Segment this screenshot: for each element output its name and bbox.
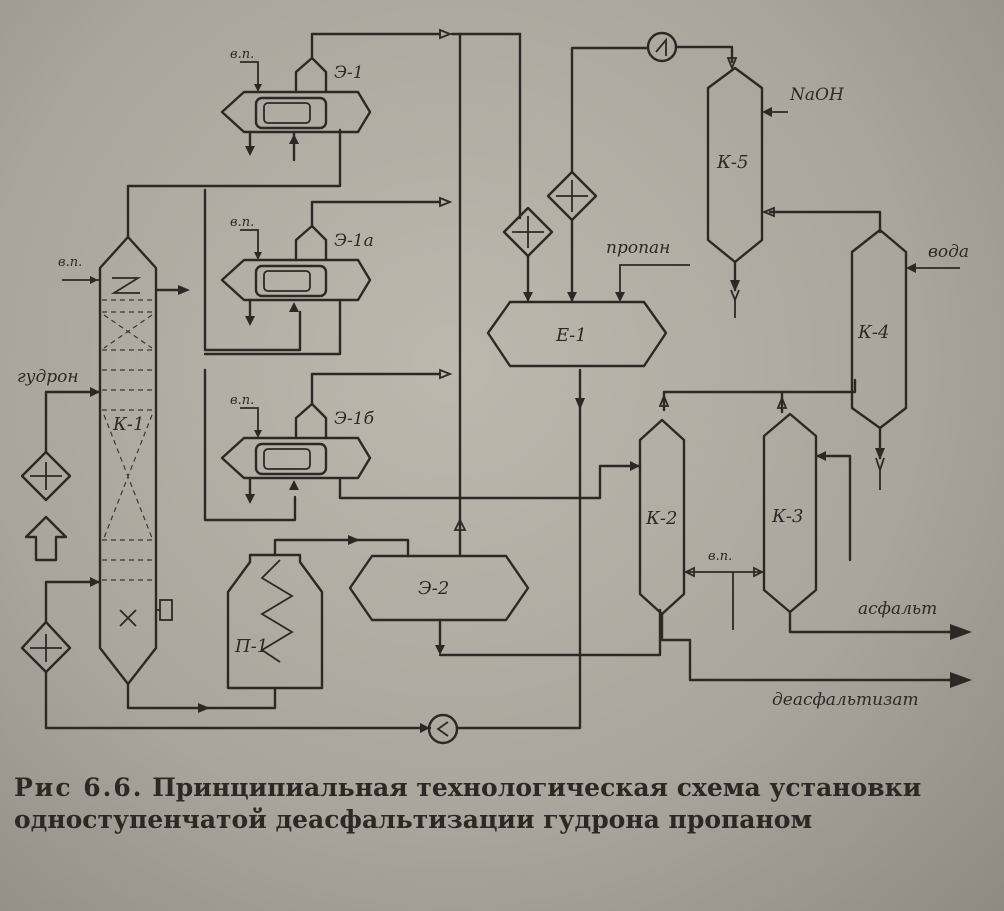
label-vp-e1b: в.п. xyxy=(230,393,254,408)
furnace-p1: П-1 xyxy=(226,553,324,690)
label-k3: К-3 xyxy=(771,506,803,527)
label-deasfaltizat: деасфальтизат xyxy=(772,690,919,710)
label-vp-k2k3: в.п. xyxy=(708,549,732,564)
pump-bottom-icon xyxy=(427,713,459,745)
exchanger-e2: Э-2 xyxy=(348,554,530,622)
caption-text: Принципиальная технологическая схема уст… xyxy=(14,773,922,834)
feed-pump-arrow-icon xyxy=(24,515,68,562)
caption-figure-number: Рис 6.6. xyxy=(14,773,144,802)
cooler-diamond-2 xyxy=(546,170,598,222)
exchanger-e1a: в.п. Э-1а xyxy=(220,215,374,326)
label-gudron: гудрон xyxy=(17,367,79,387)
heater-diamond-left-upper xyxy=(20,450,72,502)
column-k4: К-4 xyxy=(850,228,908,430)
label-propan: пропан xyxy=(606,238,670,258)
cooler-diamond-1 xyxy=(502,206,554,258)
column-k3: К-3 xyxy=(762,412,818,614)
label-e_1: Е-1 xyxy=(555,325,587,346)
vessel-e-1: Е-1 xyxy=(486,300,668,368)
column-k1: К-1 xyxy=(98,235,173,686)
label-k5: К-5 xyxy=(716,152,748,173)
process-flow-diagram: К-1 в.п. гудрон xyxy=(17,28,972,745)
label-vp-e1a: в.п. xyxy=(230,215,254,230)
column-k2: К-2 xyxy=(638,418,686,616)
label-asfalt: асфальт xyxy=(858,599,937,619)
label-vp-e1: в.п. xyxy=(230,47,254,62)
label-e1b: Э-1б xyxy=(334,409,375,429)
label-k2: К-2 xyxy=(645,508,677,529)
label-k4: К-4 xyxy=(857,322,889,343)
heater-diamond-left-lower xyxy=(20,620,72,674)
figure-caption: Рис 6.6. Принципиальная технологическая … xyxy=(14,772,989,836)
label-e1a: Э-1а xyxy=(334,231,374,251)
label-p1: П-1 xyxy=(234,636,268,657)
label-e1: Э-1 xyxy=(334,63,364,83)
label-vp-k1: в.п. xyxy=(58,255,82,270)
label-e2: Э-2 xyxy=(418,578,449,599)
label-naoh: NaOH xyxy=(789,85,845,105)
exchanger-e1: в.п. Э-1 xyxy=(220,47,372,162)
label-k1: К-1 xyxy=(112,414,144,435)
pump-top-icon xyxy=(646,31,678,63)
column-k5: К-5 xyxy=(706,66,764,264)
label-voda: вода xyxy=(928,242,969,262)
exchanger-e1b: в.п. Э-1б xyxy=(220,393,375,504)
